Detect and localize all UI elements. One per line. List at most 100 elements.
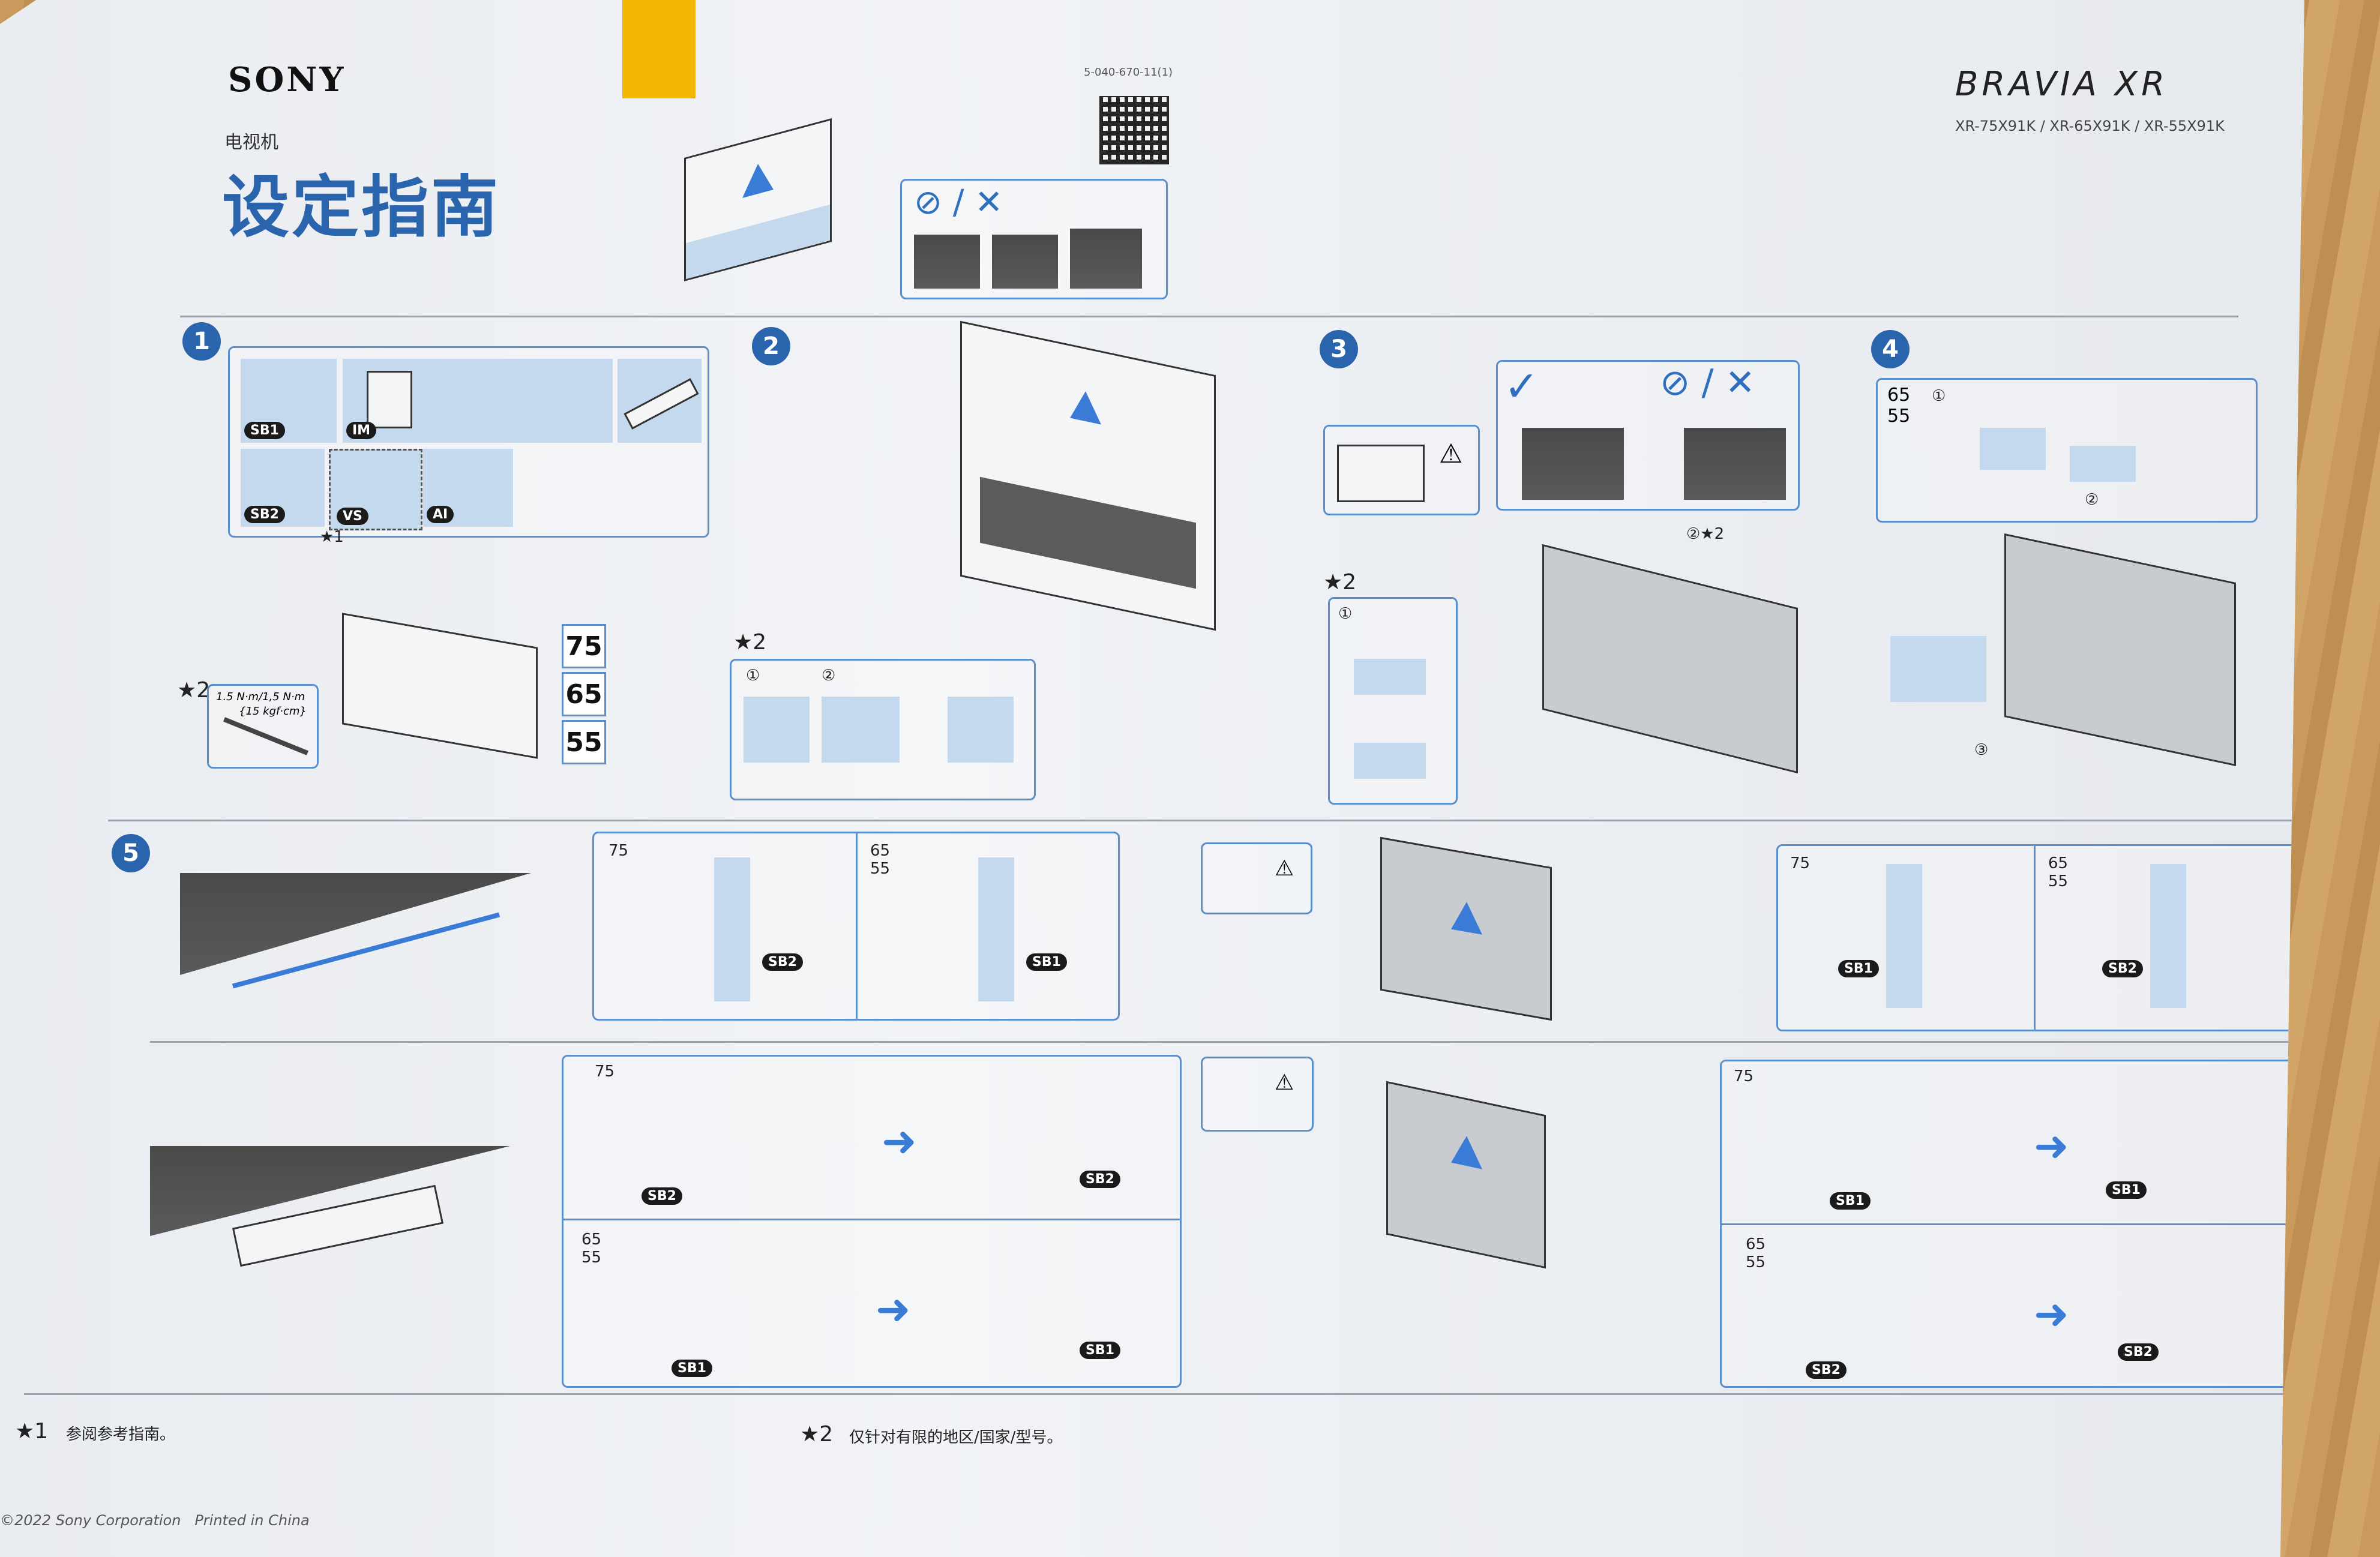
divider: [108, 820, 2298, 821]
footnote-1: 参阅参考指南。: [66, 1426, 176, 1444]
size-label: 75: [1790, 854, 1811, 872]
screen-break-illustration: [1070, 229, 1142, 289]
size-label: 65 55: [870, 842, 891, 878]
size-65: 65: [562, 672, 606, 716]
sony-logo: SONY: [228, 60, 346, 100]
warning-icon: ⚠: [1275, 856, 1294, 881]
yellow-tab: [622, 0, 696, 98]
arrow-up-icon: [1451, 899, 1482, 935]
stand-badge: SB2: [2118, 1343, 2159, 1361]
part-sb1: SB1: [241, 359, 337, 443]
stand-badge: SB1: [1080, 1342, 1120, 1359]
part-label: AI: [427, 506, 454, 523]
stand-badge: SB1: [2106, 1181, 2147, 1199]
stand-illustration: [978, 857, 1014, 1001]
remote-icon: [624, 378, 699, 430]
handling-check-panel: ✓ ⊘ / ✕: [1496, 360, 1800, 511]
part-vs: VS: [329, 449, 422, 530]
torque-note-marker: ★2: [177, 678, 211, 703]
subtitle: 电视机: [224, 132, 278, 153]
footnote-marker: ★2: [1323, 570, 1357, 595]
size-labels: 65 55: [1887, 385, 1911, 427]
stand-panel-75-sb2: 75 SB2 65 55 SB1: [592, 832, 1120, 1021]
tv-box-open-illustration: [960, 320, 1216, 631]
clip-illustration: [948, 697, 1014, 763]
step2-clip-panel: ① ②: [730, 659, 1036, 800]
warning-icon: ⚠: [1275, 1070, 1294, 1095]
part-label: SB2: [244, 506, 285, 523]
step-number-4: 4: [1871, 330, 1910, 368]
arrow-right-icon: ➜: [2034, 1121, 2069, 1171]
part-label: SB1: [244, 422, 285, 439]
footnote-marker: ★2: [733, 630, 767, 655]
divider: [180, 316, 2238, 317]
torque-value-kgf: {15 kgf·cm}: [239, 705, 307, 718]
arrow-up-icon: [1070, 388, 1101, 425]
caution-tilt-panel: ⚠: [1201, 842, 1312, 914]
sub-step-3: ③: [1974, 741, 1989, 759]
torque-panel: 1.5 N·m/1,5 N·m {15 kgf·cm}: [207, 684, 319, 769]
setup-guide-sheet: SONY 电视机 设定指南 5-040-670-11(1) ⊘ / ✕ BRAV…: [0, 0, 2304, 1557]
footnote-2: 仅针对有限的地区/国家/型号。: [849, 1429, 1063, 1447]
box-lift-illustration: [684, 118, 832, 281]
tv-stand-wide-illustration: [180, 873, 531, 975]
step3-sub-panel: ①: [1328, 597, 1458, 805]
arrow-right-icon: ➜: [2034, 1289, 2069, 1339]
stand-badge: SB1: [1830, 1192, 1871, 1210]
step-number-5: 5: [112, 834, 150, 872]
stand-badge: SB1: [1026, 953, 1067, 971]
packing-block-illustration: [1890, 636, 1986, 702]
box-illustration: [342, 613, 538, 759]
copyright: ©2022 Sony Corporation Printed in China: [0, 1512, 310, 1529]
incorrect-handling-illustration: [1684, 428, 1786, 500]
screwdriver-icon: [223, 717, 309, 755]
screen-press-illustration: [914, 235, 980, 289]
arrow-up-icon: [742, 160, 774, 198]
stand-badge: SB2: [642, 1187, 682, 1205]
manual-icon: [367, 371, 412, 428]
part-label: VS: [337, 508, 368, 525]
part-remote: [618, 359, 702, 443]
size-labels: 75 65 55: [562, 624, 606, 764]
warning-icon: ⚠: [1439, 439, 1463, 469]
tv-lift-illustration: [2004, 533, 2236, 767]
part-sb2: SB2: [241, 449, 325, 527]
step-number-1: 1: [182, 322, 221, 361]
sub-step-1: ①: [746, 667, 760, 685]
tv-stand-attach-illustration: [1380, 836, 1552, 1021]
sub-step-1: ①: [1338, 605, 1353, 623]
stand-illustration: [714, 857, 750, 1001]
stand-panel-75-sb1: 75 SB1 65 55 SB2: [1776, 844, 2299, 1031]
check-icon: ✓: [1504, 362, 1539, 411]
clip-illustration: [1354, 743, 1426, 779]
clip-illustration: [1354, 659, 1426, 695]
tv-tilt-icon: [1337, 445, 1425, 502]
stand-badge: SB2: [1080, 1171, 1120, 1188]
qr-code: [1099, 96, 1169, 164]
tv-unpack-illustration: [1542, 544, 1798, 774]
page-title: 设定指南: [222, 169, 500, 247]
footnote-1-marker: ★1: [15, 1419, 49, 1444]
clip-illustration: [744, 697, 810, 763]
stand-badge: SB2: [2102, 960, 2143, 977]
torque-value: 1.5 N·m/1,5 N·m: [216, 691, 305, 703]
size-label: 65 55: [581, 1231, 602, 1267]
caution-tilt-panel: ⚠: [1201, 1057, 1314, 1132]
model-numbers: XR-75X91K / XR-65X91K / XR-55X91K: [1955, 118, 2225, 134]
size-75: 75: [562, 624, 606, 668]
clip-illustration: [822, 697, 900, 763]
size-55: 55: [562, 720, 606, 764]
stand-badge: SB2: [762, 953, 803, 971]
arrow-right-icon: ➜: [876, 1285, 911, 1334]
stand-illustration: [2150, 864, 2186, 1008]
clip-illustration: [1980, 428, 2046, 470]
clip-illustration: [2070, 446, 2136, 482]
sub-step-2: ②: [2085, 491, 2099, 509]
stand-badge: SB2: [1806, 1361, 1847, 1379]
parts-list-panel: SB1 IM SB2 VS AI ★1: [228, 346, 709, 546]
step4-detail-panel: 65 55 ① ②: [1876, 378, 2258, 523]
part-manual-batteries-cable: IM: [343, 359, 613, 443]
size-label: 75: [595, 1063, 615, 1081]
product-line: BRAVIA XR: [1955, 65, 2169, 104]
prohibit-icon: ⊘ / ✕: [1660, 362, 1755, 404]
